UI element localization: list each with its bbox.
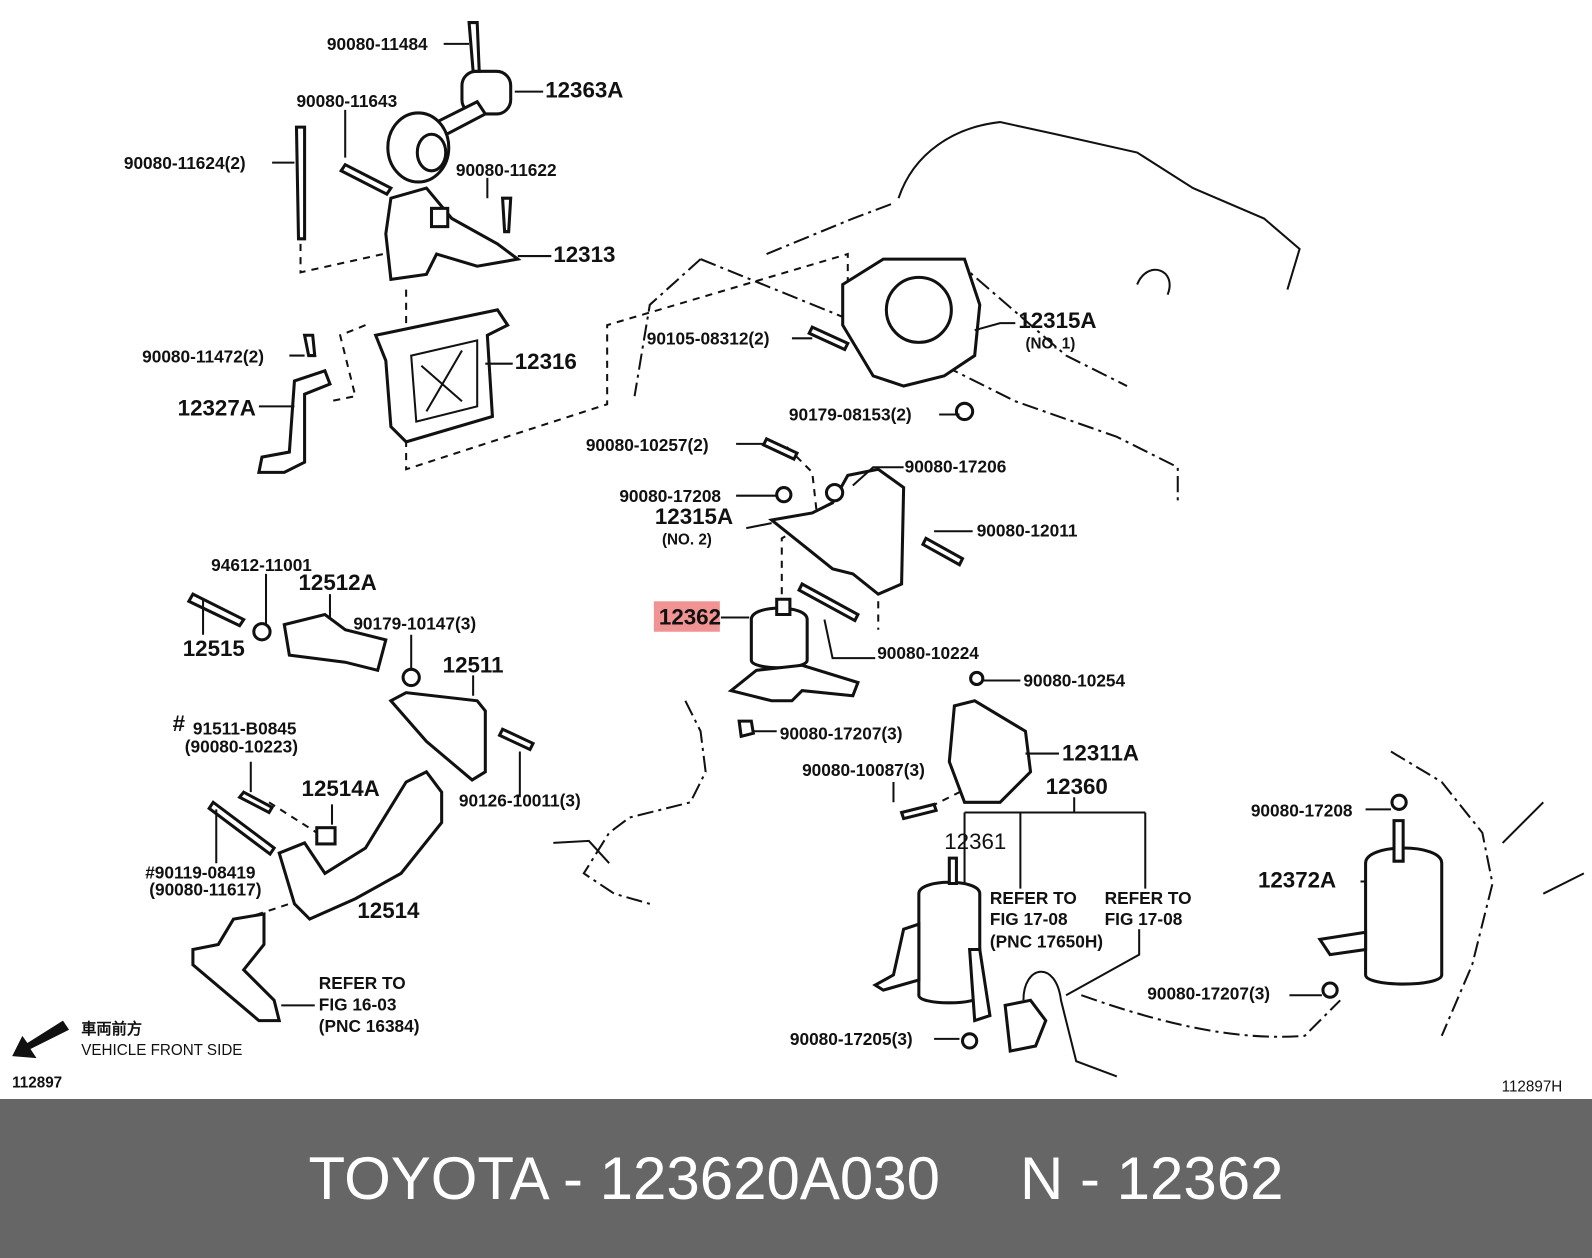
callout[interactable]: 90080-11624(2)	[124, 153, 246, 173]
refer-note: (PNC 17650H)	[990, 931, 1103, 951]
callout[interactable]: 90080-17208	[1251, 801, 1353, 821]
callout[interactable]: 90126-10011(3)	[459, 790, 581, 810]
callout[interactable]: 12311A	[1062, 741, 1139, 766]
refer-note: FIG 17-08	[1105, 909, 1183, 929]
leader-lines	[202, 42, 1391, 1040]
callout[interactable]: 12313	[553, 242, 615, 267]
callout[interactable]: 12511	[443, 652, 504, 677]
figure-code-right: 112897H	[1502, 1079, 1563, 1096]
callout[interactable]: 12327A	[178, 395, 256, 420]
callout[interactable]: 12512A	[299, 570, 377, 595]
callout[interactable]: 12316	[515, 349, 577, 374]
refer-note: REFER TO	[990, 888, 1077, 908]
refer-note: (PNC 16384)	[319, 1016, 420, 1036]
direction-en: VEHICLE FRONT SIDE	[81, 1042, 242, 1059]
part-12311A-bracket	[899, 670, 1033, 821]
part-bracket-16384	[191, 912, 282, 1023]
part-12316-plate	[373, 308, 510, 444]
part-12315A-no1-bracket	[807, 257, 982, 422]
callout[interactable]: 90179-08153(2)	[789, 405, 912, 425]
direction-jp: 車両前方	[81, 1020, 142, 1038]
part-12512A-bracket	[186, 592, 421, 688]
front-arrow-icon	[12, 1020, 70, 1059]
callout[interactable]: 90080-10254	[1023, 671, 1125, 691]
part-12372A-mount	[1317, 793, 1444, 999]
parts-diagram: 90080-11484 12363A 90080-11643 90080-116…	[12, 21, 1585, 1096]
part-12327A-bracket	[257, 333, 332, 474]
callout[interactable]: 12315A	[655, 504, 733, 529]
callout[interactable]: 12515	[183, 636, 245, 661]
callout-sub: (NO. 1)	[1025, 335, 1075, 352]
callout[interactable]: 12514	[357, 898, 420, 923]
part-12514-bracket	[207, 769, 444, 921]
callout[interactable]: 91511-B0845	[193, 718, 297, 738]
callout[interactable]: 12315A	[1018, 308, 1096, 333]
callout[interactable]: 94612-11001	[211, 555, 312, 575]
callout[interactable]: #90119-08419	[145, 862, 255, 882]
part-12511-bracket	[388, 691, 536, 782]
vehicle-front-indicator: 車両前方 VEHICLE FRONT SIDE	[12, 1020, 242, 1059]
callout[interactable]: 90080-17207(3)	[780, 723, 903, 743]
figure-code-left: 112897	[12, 1075, 62, 1092]
callout[interactable]: 12360	[1046, 774, 1108, 799]
part-12361-mount	[872, 856, 992, 1050]
callout[interactable]: 90080-17208	[619, 486, 721, 506]
engine-outline	[553, 121, 1585, 1038]
callout[interactable]: 90080-11643	[296, 91, 397, 111]
callout[interactable]: 12514A	[302, 776, 380, 801]
callout[interactable]: 90080-10224	[877, 643, 979, 663]
callout[interactable]: 90080-10087(3)	[802, 760, 925, 780]
callout[interactable]: 90080-12011	[977, 520, 1078, 540]
callout[interactable]: 90179-10147(3)	[353, 614, 476, 634]
highlight-12362	[653, 601, 720, 632]
part-12313-bracket	[294, 125, 522, 282]
brand-part-number: TOYOTA - 123620A030	[308, 1145, 941, 1212]
refer-note: FIG 16-03	[319, 994, 397, 1014]
callout[interactable]: 90080-17205(3)	[790, 1029, 913, 1049]
hash-mark: #	[173, 711, 186, 736]
refer-note: REFER TO	[319, 973, 406, 993]
callout-12362-highlighted[interactable]: 12362	[659, 605, 721, 630]
refer-note: FIG 17-08	[990, 909, 1068, 929]
callout-sub: (NO. 2)	[662, 531, 712, 548]
part-pipes	[1003, 970, 1118, 1078]
callout-sub: (90080-11617)	[149, 880, 261, 900]
callout[interactable]: 90080-17207(3)	[1147, 983, 1270, 1003]
callout[interactable]: 90080-11622	[456, 160, 557, 180]
callout[interactable]: 12361	[944, 829, 1006, 854]
callout-labels: 90080-11484 12363A 90080-11643 90080-116…	[124, 34, 1353, 1049]
callout[interactable]: 12372A	[1258, 868, 1336, 893]
part-number-footer: TOYOTA - 123620A030 N - 12362	[0, 1099, 1592, 1258]
callout[interactable]: 90080-10257(2)	[586, 435, 709, 455]
part-12362-engine-mount	[727, 597, 860, 739]
callout[interactable]: 90080-17206	[905, 456, 1007, 476]
refer-note: REFER TO	[1105, 888, 1192, 908]
callout-sub: (90080-10223)	[185, 737, 298, 757]
part-12363A-mount	[386, 21, 513, 184]
pnc-number: N - 12362	[1020, 1145, 1284, 1212]
callout[interactable]: 90080-11484	[327, 34, 428, 54]
callout[interactable]: 90105-08312(2)	[647, 328, 770, 348]
callout[interactable]: 12363A	[545, 78, 623, 103]
callout[interactable]: 90080-11472(2)	[142, 347, 264, 367]
